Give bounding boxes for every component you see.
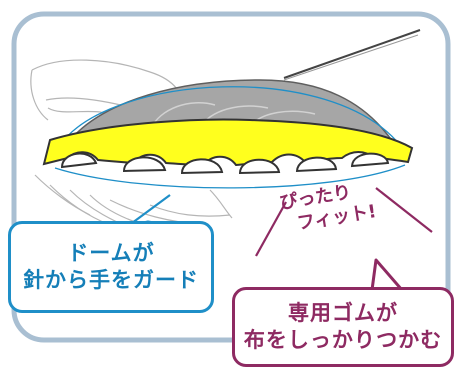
dome-callout-line1: ドームが xyxy=(67,240,155,265)
rubber-band-holes xyxy=(60,152,390,175)
dome-pointer xyxy=(127,194,171,227)
fit-line-right xyxy=(375,187,433,233)
fit-line-left xyxy=(255,201,287,257)
dome-callout: ドームが 針から手をガード xyxy=(8,221,214,313)
rubber-callout-line2: 布をしっかりつかむ xyxy=(243,328,443,352)
dome-callout-line2: 針から手をガード xyxy=(23,268,199,292)
needle-icon xyxy=(283,29,421,79)
rubber-callout-tail xyxy=(370,258,404,291)
dome-rim xyxy=(59,86,401,146)
rubber-callout-line1: 専用ゴムが xyxy=(288,300,398,325)
rubber-callout: 専用ゴムが 布をしっかりつかむ xyxy=(232,287,454,367)
